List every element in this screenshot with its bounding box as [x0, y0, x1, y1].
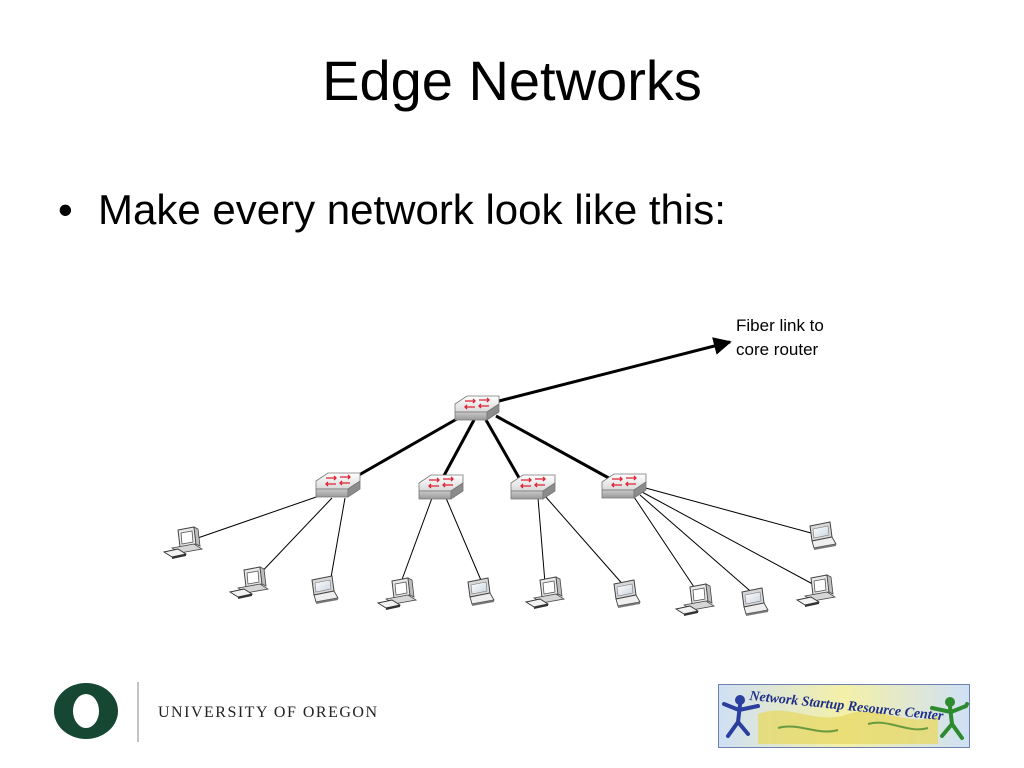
- nsrc-logo: Network Startup Resource Center: [718, 684, 970, 748]
- access-switch-1-icon: [315, 472, 361, 498]
- laptop-icon: [613, 579, 641, 609]
- desktop-computer-icon: [675, 583, 715, 617]
- desktop-computer-icon: [796, 574, 836, 608]
- desktop-computer-icon: [229, 566, 269, 600]
- host-links: [191, 486, 823, 597]
- slide-title: Edge Networks: [322, 49, 702, 112]
- desktop-computer-icon: [525, 576, 565, 610]
- bullet-text: Make every network look like this:: [98, 186, 726, 233]
- laptop-icon: [809, 521, 837, 551]
- fiber-label-line2: core router: [736, 340, 819, 359]
- university-name: UNIVERSITY OF OREGON: [158, 704, 379, 721]
- core-switch-icon: [454, 395, 500, 421]
- access-switch-4-icon: [601, 473, 647, 499]
- fiber-uplink: [494, 337, 732, 404]
- desktop-computer-icon: [163, 526, 203, 560]
- access-switch-3-icon: [510, 474, 556, 500]
- university-of-oregon-logo: [54, 682, 139, 742]
- access-switch-2-icon: [418, 474, 464, 500]
- laptop-icon: [467, 577, 495, 607]
- bullet-item: • Make every network look like this:: [58, 186, 726, 234]
- desktop-computer-icon: [377, 577, 417, 611]
- laptop-icon: [311, 575, 339, 605]
- trunk-links: [344, 414, 617, 485]
- fiber-label-line1: Fiber link to: [736, 316, 824, 335]
- laptop-icon: [741, 587, 769, 617]
- bullet-dot: •: [58, 186, 73, 233]
